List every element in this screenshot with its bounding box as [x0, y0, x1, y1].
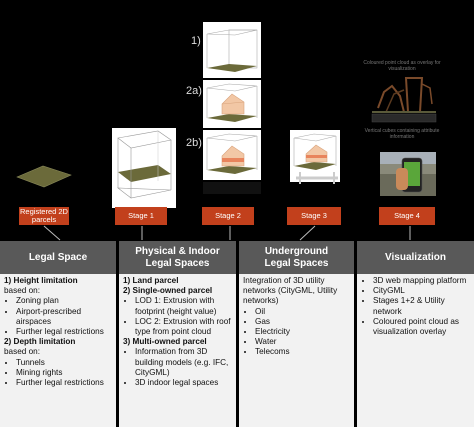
step1-cube-icon: [203, 22, 261, 78]
list-item: LOD 1: Extrusion with footprint (height …: [135, 296, 233, 316]
point-cloud-icon: [372, 77, 436, 113]
multi-owned-heading: 3) Multi-owned parcel: [123, 337, 207, 347]
height-based-on: based on:: [4, 286, 40, 296]
underground-body: Integration of 3D utility networks (City…: [243, 276, 351, 427]
step2b-cube-icon: [203, 130, 261, 180]
height-limitation-heading: 1) Height limitation: [4, 276, 78, 285]
land-parcel-heading: 1) Land parcel: [123, 276, 179, 285]
list-item: Zoning plan: [16, 296, 113, 306]
stage-illustrations: [16, 22, 437, 241]
stage-1-label: Stage 1: [115, 207, 167, 225]
list-item: LOC 2: Extrusion with roof type from poi…: [135, 317, 233, 337]
parcel-2d-icon: [16, 165, 72, 188]
list-item: Telecoms: [255, 347, 351, 357]
step-2b-label: 2b): [186, 137, 202, 149]
stage-registered-2d-label: Registered 2D parcels: [19, 206, 69, 225]
single-owned-heading: 2) Single-owned parcel: [123, 286, 213, 296]
physical-indoor-body: 1) Land parcel 2) Single-owned parcel LO…: [123, 276, 233, 427]
list-item: Oil: [255, 307, 351, 317]
list-item: Information from 3D building models (e.g…: [135, 347, 233, 378]
list-item: Further legal restrictions: [16, 327, 113, 337]
stage2-cube-icon: [203, 182, 261, 194]
stage-4-label: Stage 4: [379, 207, 435, 225]
underground-intro: Integration of 3D utility networks (City…: [243, 276, 338, 306]
visualization-body: 3D web mapping platform CityGML Stages 1…: [361, 276, 471, 427]
list-item: CityGML: [373, 286, 471, 296]
underground-title-line1: Underground: [264, 246, 329, 257]
list-item: Gas: [255, 317, 351, 327]
depth-based-on: based on:: [4, 347, 40, 357]
list-item: 3D indoor legal spaces: [135, 378, 233, 388]
stage-3-label: Stage 3: [287, 207, 341, 225]
stage-2-label: Stage 2: [202, 207, 254, 225]
legal-space-title: Legal Space: [0, 241, 116, 274]
list-item: 3D web mapping platform: [373, 276, 471, 286]
physical-title-line2: Legal Spaces: [145, 257, 210, 269]
stage3-cube-icon: [290, 130, 340, 184]
point-cloud-caption: Coloured point cloud as overlay for visu…: [363, 60, 441, 72]
stage1-cube-icon: [112, 128, 176, 208]
underground-title-line2: Legal Spaces: [264, 257, 329, 269]
list-item: Stages 1+2 & Utility network: [373, 296, 471, 316]
legal-space-body: 1) Height limitation based on: Zoning pl…: [4, 276, 113, 427]
physical-title-line1: Physical & Indoor: [135, 246, 220, 257]
attribute-cubes-icon: [371, 113, 437, 123]
list-item: Further legal restrictions: [16, 378, 113, 388]
step2a-cube-icon: [203, 80, 261, 128]
step-2a-label: 2a): [186, 85, 202, 97]
list-item: Mining rights: [16, 368, 113, 378]
list-item: Electricity: [255, 327, 351, 337]
depth-limitation-heading: 2) Depth limitation: [4, 337, 76, 347]
list-item: Water: [255, 337, 351, 347]
list-item: Airport-prescribed airspaces: [16, 307, 113, 327]
attribute-info-caption: Vertical cubes containing attribute info…: [364, 128, 440, 140]
visualization-panel: Visualization 3D web mapping platform Ci…: [357, 241, 474, 427]
list-item: Coloured point cloud as visualization ov…: [373, 317, 471, 337]
stage-arrows: [43, 225, 411, 241]
phone-photo-image: [380, 152, 436, 196]
visualization-title: Visualization: [357, 241, 474, 274]
legal-space-panel: Legal Space 1) Height limitation based o…: [0, 241, 116, 427]
step-1-label: 1): [191, 35, 201, 47]
list-item: Tunnels: [16, 358, 113, 368]
